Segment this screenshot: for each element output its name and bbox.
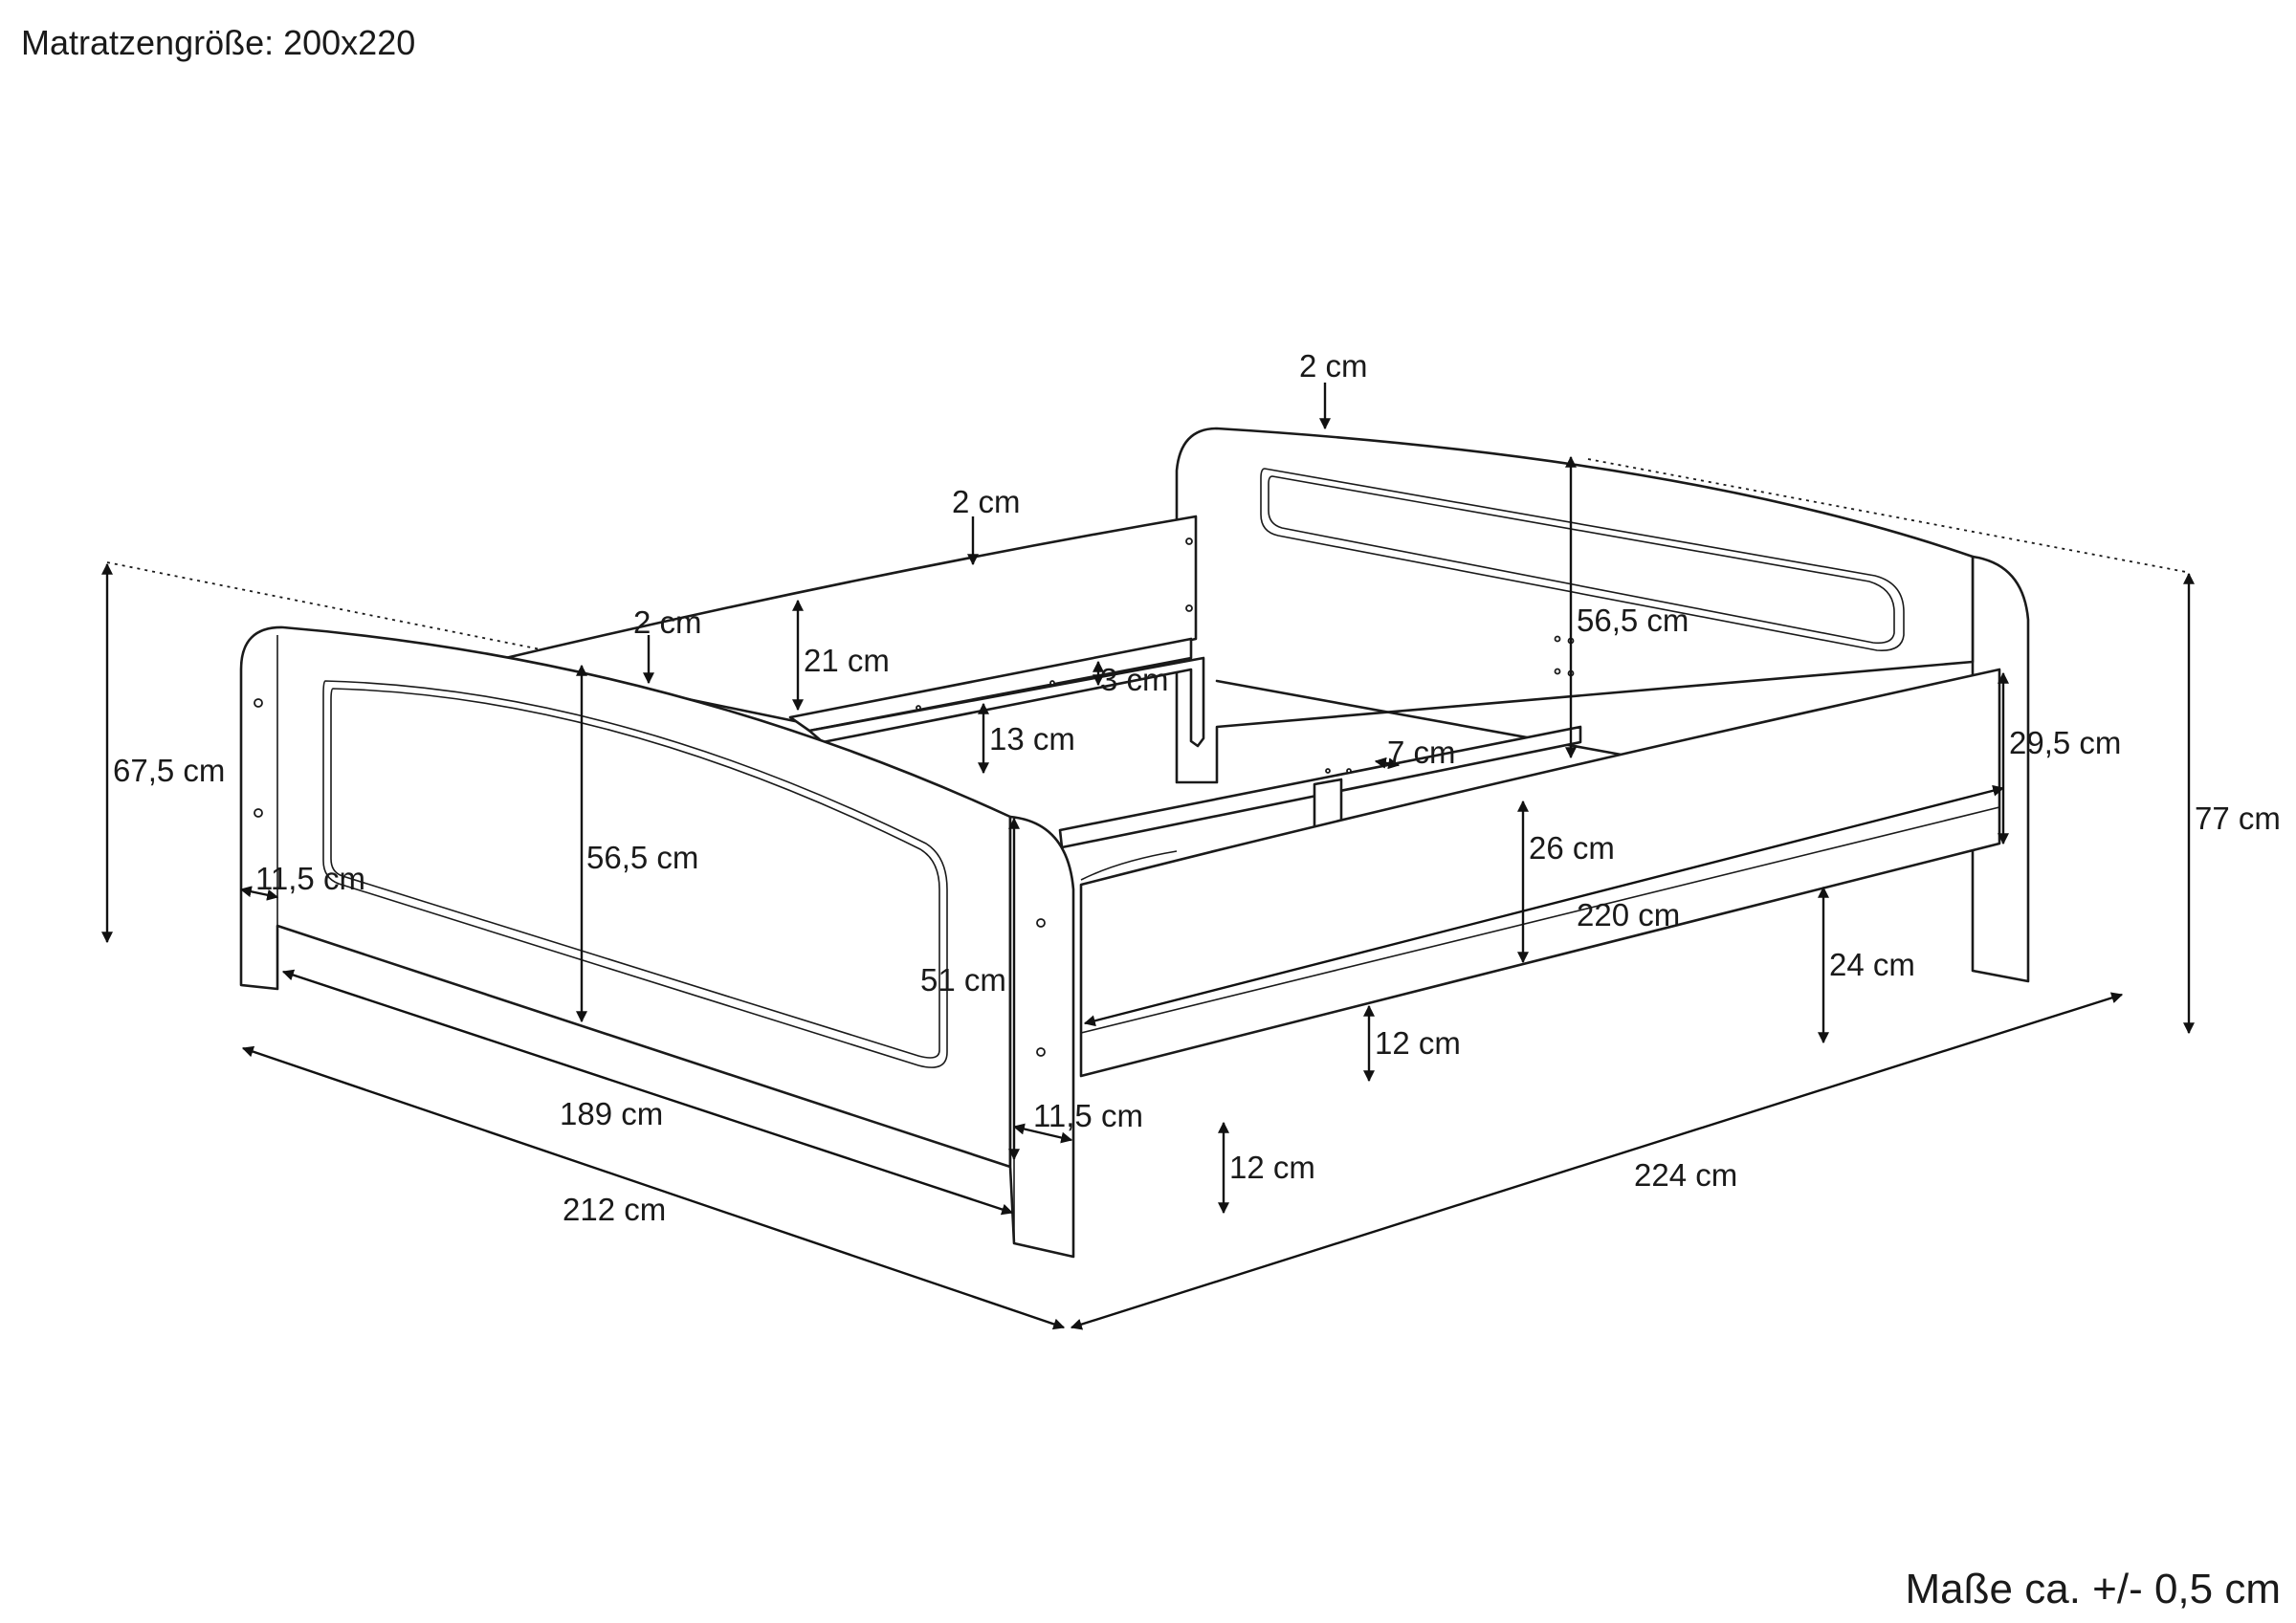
- label-outer-width: 212 cm: [563, 1192, 666, 1227]
- label-rail-clearance-front: 12 cm: [1375, 1025, 1461, 1061]
- front-side-rail: [1079, 668, 2001, 1078]
- slat-ledge-lower: [807, 656, 1205, 748]
- label-back-rail-height: 21 cm: [804, 643, 890, 678]
- label-inner-length: 220 cm: [1577, 897, 1680, 932]
- slat-ledge-screw: [916, 705, 921, 711]
- footboard-post-bolt-hole: [1036, 1047, 1046, 1057]
- label-outer-length: 224 cm: [1634, 1157, 1737, 1193]
- bed-frame: [106, 427, 2187, 1259]
- center-beam-screw: [1346, 768, 1352, 774]
- dim-line-outer-width: [241, 1045, 1066, 1330]
- mattress-size-label: Matratzengröße: 200x220: [21, 23, 416, 62]
- label-headboard-leg-height: 29,5 cm: [2009, 725, 2121, 760]
- label-slat-ledge-height: 13 cm: [989, 721, 1075, 757]
- dimension-labels: 67,5 cm 77 cm 2 cm 56,5 cm 2 cm 21 cm 3 …: [113, 348, 2281, 1227]
- footboard-inner-panel-outline: [330, 688, 940, 1059]
- dim-line-outer-length: [1070, 992, 2124, 1330]
- tolerance-note: Maße ca. +/- 0,5 cm: [1905, 1566, 2281, 1612]
- label-overall-height-left: 67,5 cm: [113, 753, 225, 788]
- label-headboard-panel-height: 56,5 cm: [1577, 603, 1689, 638]
- headboard-inner-panel-outline: [1268, 475, 1895, 645]
- back-rail-bolt-hole: [1185, 537, 1193, 545]
- label-rail-clearance-right: 24 cm: [1829, 947, 1915, 982]
- label-footboard-thickness: 2 cm: [633, 604, 702, 640]
- dim-line-center-beam-width: [1374, 757, 1401, 770]
- dimension-lines: [101, 383, 2195, 1330]
- headboard-bolt-hole: [1554, 635, 1561, 643]
- center-beam-screw: [1325, 768, 1331, 774]
- headboard-inner-panel: [1260, 468, 1905, 651]
- footboard-inner-panel: [322, 680, 948, 1068]
- headboard-bolt-hole: [1554, 668, 1561, 675]
- footboard-post-bolt-hole: [1036, 918, 1046, 928]
- height-reference-line-left: [106, 561, 570, 656]
- footboard-right-post: [1008, 815, 1075, 1259]
- slat-ledge: [788, 637, 1193, 733]
- label-headboard-thickness: 2 cm: [1299, 348, 1368, 384]
- dim-line-inner-length: [1083, 784, 2005, 1027]
- label-inner-width: 189 cm: [560, 1096, 663, 1131]
- footboard-bolt-hole: [254, 808, 263, 818]
- back-rail-bolt-hole: [1185, 604, 1193, 612]
- label-overall-height-right: 77 cm: [2195, 801, 2281, 836]
- label-slat-ledge-thickness: 3 cm: [1100, 662, 1169, 697]
- dim-line-footboard-leg-width-left: [239, 886, 279, 901]
- label-back-rail-thickness: 2 cm: [952, 484, 1021, 519]
- label-footboard-leg-height: 51 cm: [920, 962, 1006, 998]
- label-footboard-leg-width-left: 11,5 cm: [255, 861, 365, 896]
- footboard-bolt-hole: [254, 698, 263, 708]
- label-side-rail-height: 26 cm: [1529, 830, 1615, 866]
- slat-ledge-screw: [1049, 680, 1055, 686]
- height-reference-line-right: [1587, 458, 2187, 573]
- label-footboard-panel-height: 56,5 cm: [586, 840, 698, 875]
- label-foot-leg-clearance: 12 cm: [1229, 1150, 1315, 1185]
- label-footboard-leg-width-right: 11,5 cm: [1033, 1098, 1143, 1133]
- label-center-beam-width: 7 cm: [1387, 735, 1456, 770]
